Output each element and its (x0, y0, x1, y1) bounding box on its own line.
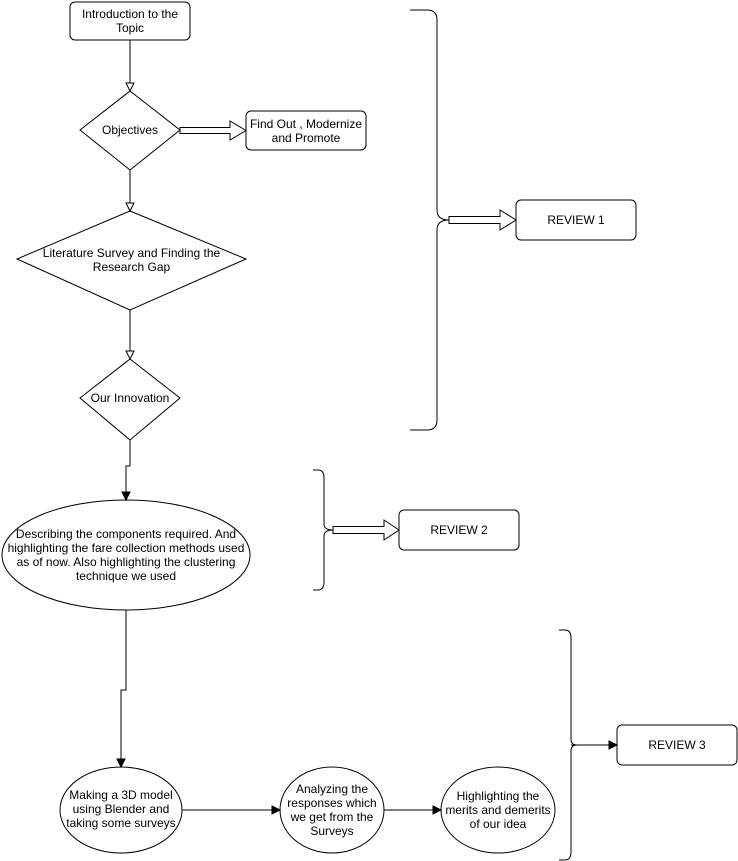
brace-review2 (313, 469, 334, 591)
model-label: Making a 3D model using Blender and taki… (66, 788, 176, 830)
merits-label: Highlighting the merits and demerits of … (445, 789, 551, 831)
block-arrow-review2 (332, 519, 400, 541)
intro-label: Introduction to the Topic (81, 7, 179, 35)
brace-review1 (410, 9, 450, 431)
literature-label: Literature Survey and Finding the Resear… (42, 246, 221, 274)
connector-innovation-describing (121, 440, 131, 502)
block-arrow-objectives-findout (179, 120, 247, 141)
objectives-label: Objectives (101, 123, 159, 137)
connector-describing-model (116, 610, 127, 769)
block-arrow-review1 (448, 209, 517, 231)
brace-review3 (559, 629, 578, 861)
innovation-label: Our Innovation (90, 391, 170, 405)
review1-label: REVIEW 1 (547, 213, 605, 227)
analyzing-label: Analyzing the responses which we get fro… (287, 782, 377, 838)
find-out-label: Find Out , Modernize and Promote (249, 116, 363, 145)
review3-label: REVIEW 3 (648, 738, 706, 752)
describing-label: Describing the components required. And … (7, 527, 245, 583)
review2-label: REVIEW 2 (430, 523, 488, 537)
